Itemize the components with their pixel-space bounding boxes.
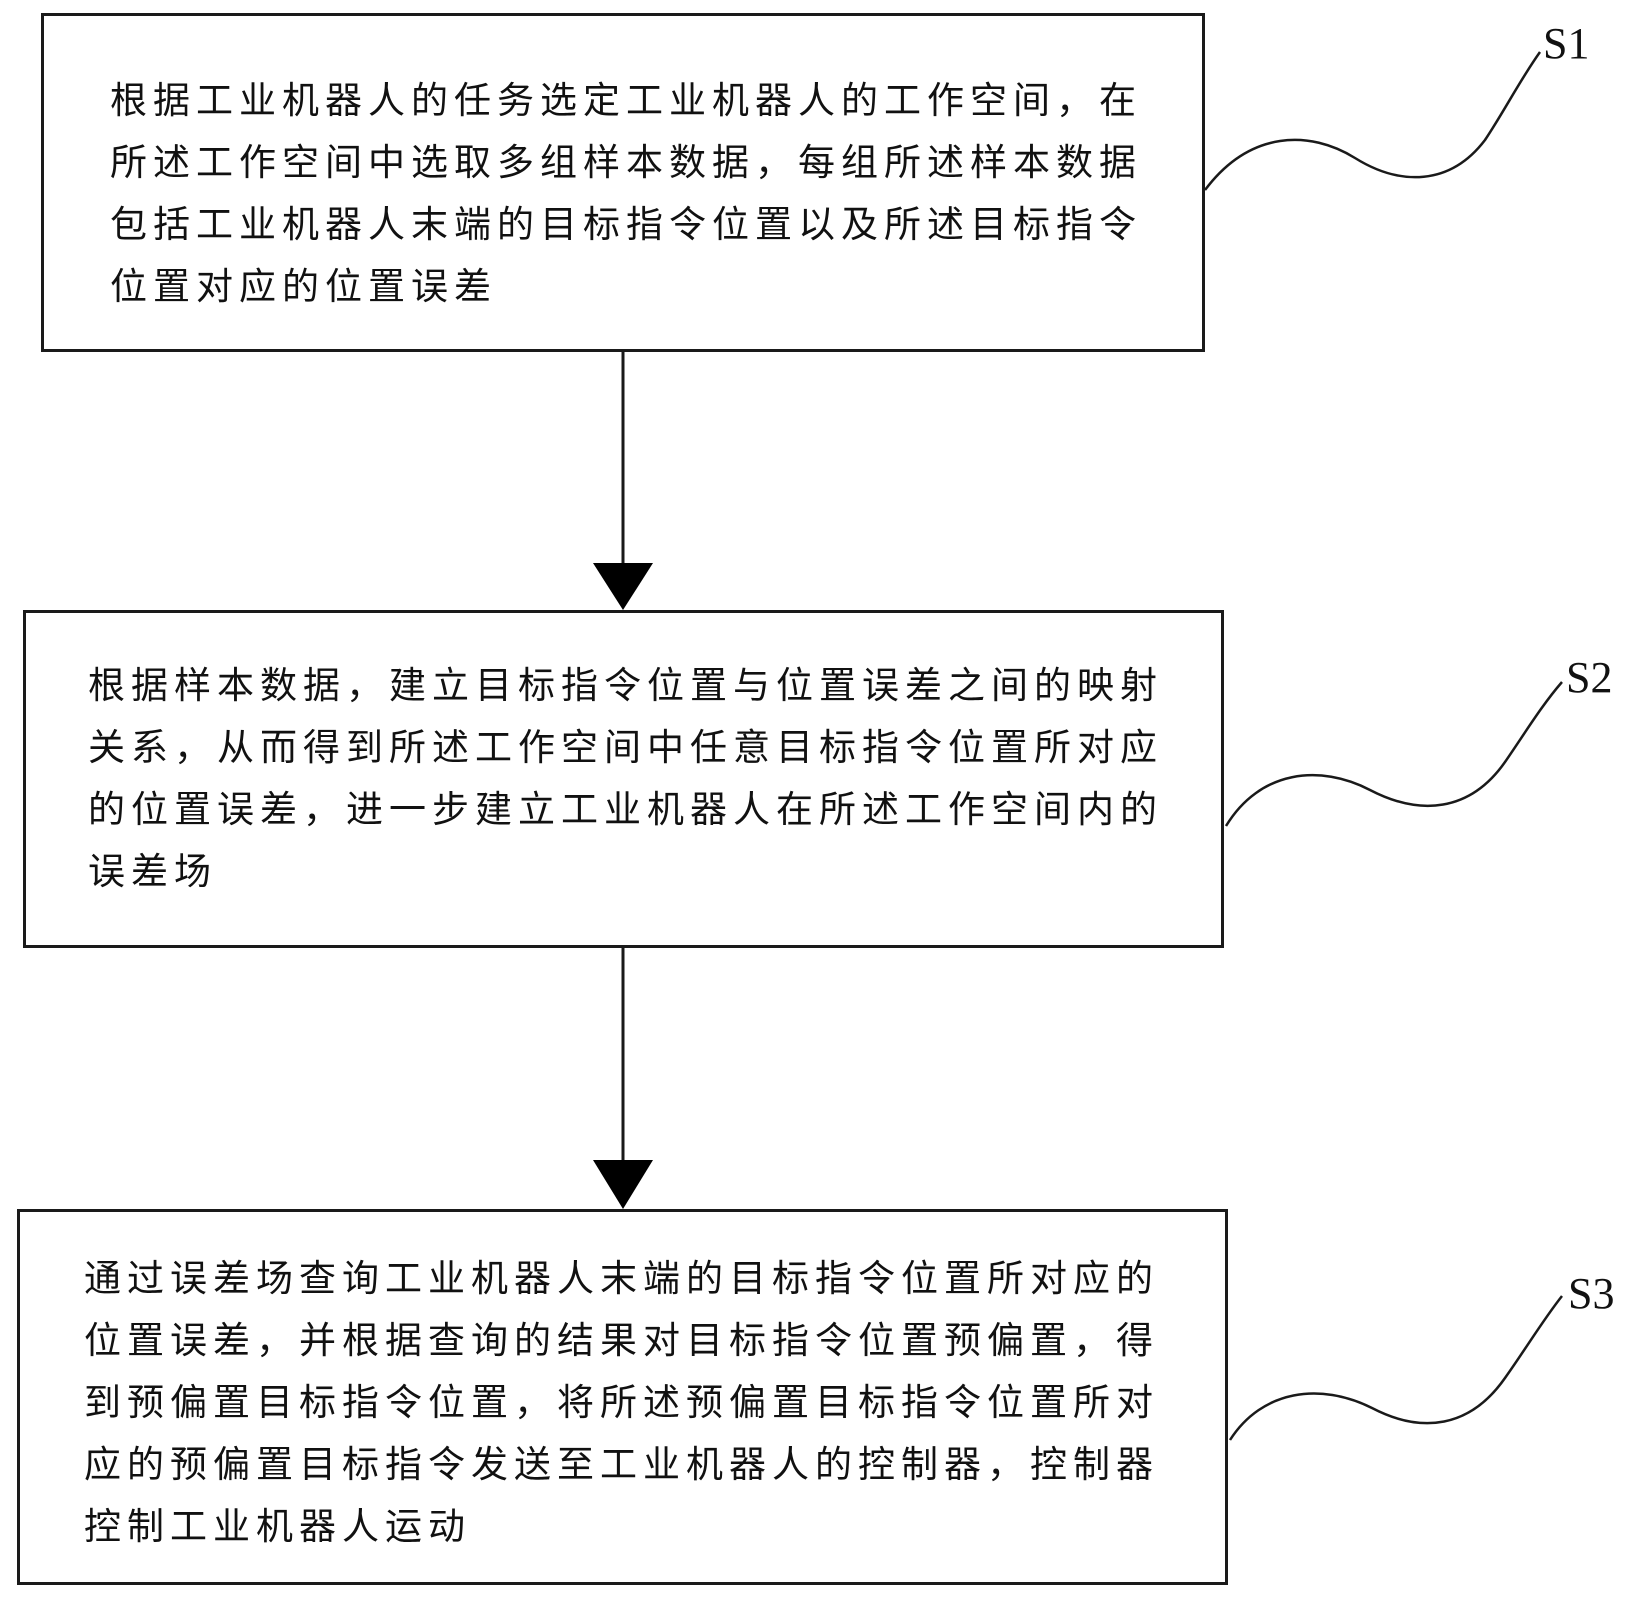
arrow-s2-s3-head bbox=[593, 1160, 653, 1209]
leader-s2 bbox=[1224, 681, 1563, 827]
step-box-s2: 根据样本数据，建立目标指令位置与位置误差之间的映射关系，从而得到所述工作空间中任… bbox=[23, 610, 1224, 948]
step-label-s1: S1 bbox=[1543, 19, 1590, 68]
step-text-s3: 通过误差场查询工业机器人末端的目标指令位置所对应的位置误差，并根据查询的结果对目… bbox=[84, 1257, 1159, 1548]
step-box-s1: 根据工业机器人的任务选定工业机器人的工作空间，在所述工作空间中选取多组样本数据，… bbox=[41, 13, 1205, 352]
step-text-s2: 根据样本数据，建立目标指令位置与位置误差之间的映射关系，从而得到所述工作空间中任… bbox=[88, 664, 1163, 893]
leader-s3 bbox=[1228, 1295, 1563, 1441]
step-label-s2: S2 bbox=[1566, 653, 1613, 702]
leader-s1 bbox=[1204, 51, 1542, 191]
step-box-s3: 通过误差场查询工业机器人末端的目标指令位置所对应的位置误差，并根据查询的结果对目… bbox=[17, 1209, 1228, 1585]
step-text-s1: 根据工业机器人的任务选定工业机器人的工作空间，在所述工作空间中选取多组样本数据，… bbox=[110, 79, 1142, 308]
arrow-s1-s2-head bbox=[593, 563, 653, 610]
step-label-s3: S3 bbox=[1568, 1269, 1615, 1318]
